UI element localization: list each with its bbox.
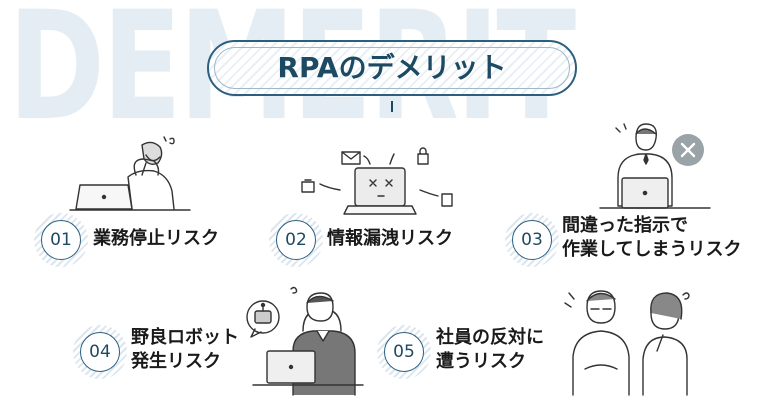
item-number-badge-04: 04 bbox=[73, 325, 127, 379]
item-label-05-line2: 遭うリスク bbox=[436, 351, 526, 372]
data-leak-illustration bbox=[301, 147, 453, 215]
error-worker-illustration bbox=[599, 123, 711, 209]
item-label-03-line1: 間違った指示で bbox=[562, 215, 688, 236]
item-label-01: 業務停止リスク bbox=[93, 228, 219, 249]
item-number-badge-02: 02 bbox=[269, 213, 323, 267]
item-label-03-line2: 作業してしまうリスク bbox=[562, 239, 742, 260]
item-label-04-line1: 野良ロボット bbox=[131, 327, 239, 348]
item-number-badge-03: 03 bbox=[505, 213, 559, 267]
item-label-02: 情報漏洩リスク bbox=[327, 228, 453, 249]
title-banner: RPAのデメリット bbox=[207, 40, 577, 96]
item-label-05-line1: 社員の反対に bbox=[436, 327, 544, 348]
item-label-04-line2: 発生リスク bbox=[131, 351, 221, 372]
page-title: RPAのデメリット bbox=[277, 51, 507, 84]
item-number-badge-05: 05 bbox=[377, 325, 431, 379]
worried-worker-illustration bbox=[69, 136, 191, 211]
item-number-badge-01: 01 bbox=[34, 213, 88, 267]
rogue-robot-illustration bbox=[246, 286, 364, 396]
title-connector bbox=[391, 101, 393, 112]
opposing-employees-illustration bbox=[564, 290, 690, 396]
